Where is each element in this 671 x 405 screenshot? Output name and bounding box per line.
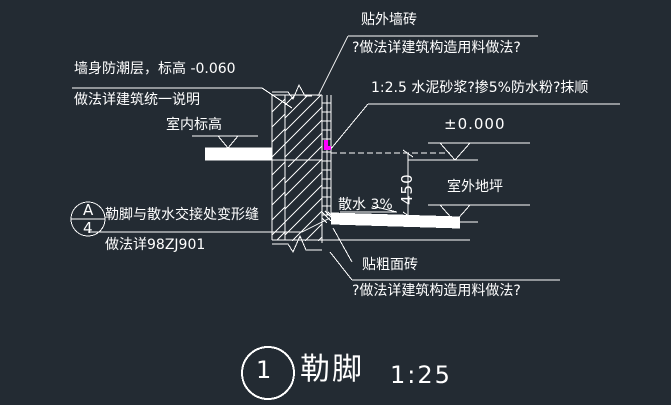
break-line-bottom	[272, 234, 322, 254]
annotation-apron-label: 散水 3%	[338, 197, 393, 213]
indoor-floor-slab	[205, 147, 272, 161]
annotation-zero-level: ±0.000	[444, 115, 506, 133]
damp-proof-marker-accent	[324, 140, 331, 150]
detail-tag-sheet: 4	[83, 219, 93, 237]
ground-line-below-apron	[330, 227, 470, 263]
indoor-level-symbol	[192, 135, 258, 149]
wall-section-outline	[271, 94, 330, 243]
leader-damp-proof	[72, 87, 293, 109]
leader-mortar-spec	[329, 103, 620, 151]
title-number-circle	[241, 346, 295, 400]
annotation-joint-line1: 勒脚与散水交接处变形缝	[105, 207, 259, 223]
leader-rough-tile	[329, 251, 560, 281]
apron-slab	[321, 210, 461, 229]
break-line-top	[272, 83, 312, 101]
annotation-damp-proof-line2: 做法详建筑统一说明	[74, 92, 200, 108]
dimension-450	[331, 149, 450, 220]
annotation-outdoor-level-label: 室外地坪	[447, 179, 503, 195]
leader-deformation-joint	[88, 217, 331, 233]
detail-tag-circle	[70, 201, 106, 237]
annotation-exterior-tile-line2: ?做法详建筑构造用料做法?	[352, 40, 521, 56]
annotation-mortar-spec: 1:2.5 水泥砂浆?掺5%防水粉?抹顺	[371, 80, 589, 96]
annotation-joint-line2: 做法详98ZJ901	[105, 237, 206, 253]
annotation-exterior-tile-line1: 贴外墙砖	[361, 12, 417, 28]
annotation-rough-tile-line1: 贴粗面砖	[362, 257, 418, 273]
title-number-text: 1	[256, 356, 274, 384]
level-symbol-zero	[408, 142, 530, 161]
title-scale-text: 1:25	[390, 361, 452, 389]
wall-hatch-pattern	[271, 94, 323, 242]
level-symbol-outdoor	[408, 204, 530, 223]
leader-exterior-tile	[317, 35, 538, 97]
detail-tag-letter: A	[83, 201, 94, 219]
dimension-text-450: 450	[398, 173, 416, 205]
annotation-damp-proof-line1: 墙身防潮层，标高 -0.060	[74, 61, 236, 77]
annotation-indoor-level-label: 室内标高	[166, 117, 222, 133]
title-name-text: 勒脚	[300, 352, 364, 387]
annotation-rough-tile-line2: ?做法详建筑构造用料做法?	[352, 283, 521, 299]
leader-apron	[340, 205, 398, 213]
